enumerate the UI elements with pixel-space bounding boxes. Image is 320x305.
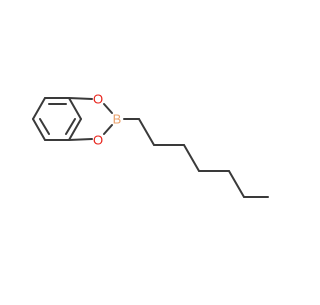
bond-c-o1	[68, 97, 93, 100]
oxygen-atom-top: O	[93, 92, 103, 107]
bond-o1-b	[103, 103, 113, 114]
bond-ring-3	[32, 118, 46, 141]
bond-ring-2	[32, 97, 46, 120]
boron-atom: B	[113, 112, 122, 127]
bond-ring-double-2	[39, 118, 50, 135]
bond-chain-6	[228, 170, 245, 198]
bond-chain-2	[138, 118, 155, 146]
bond-ring-double-3	[65, 118, 76, 135]
bond-c-o2	[68, 138, 93, 141]
bond-o2-b	[103, 124, 113, 135]
atoms: O O B	[93, 92, 121, 148]
bond-ring-5	[68, 118, 82, 141]
bond-ring-6	[68, 97, 82, 120]
molecule-canvas: O O B	[32, 92, 269, 198]
bonds	[32, 97, 269, 198]
oxygen-atom-bottom: O	[93, 133, 103, 148]
structure-diagram: O O B	[32, 92, 269, 198]
bond-chain-4	[183, 144, 200, 172]
